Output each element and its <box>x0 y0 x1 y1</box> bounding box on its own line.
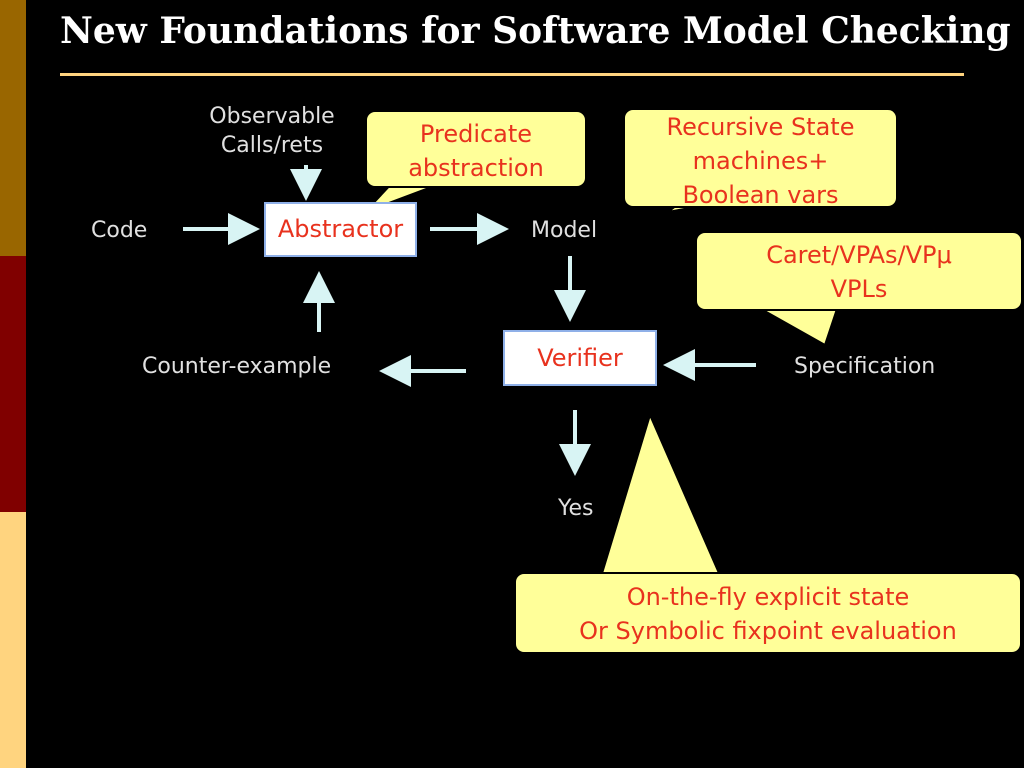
model-label: Model <box>531 218 598 243</box>
yes-label: Yes <box>558 496 594 521</box>
rsm-callout-line2: machines+ <box>692 147 829 175</box>
title-rule <box>60 73 964 76</box>
verifier-box: Verifier <box>503 330 657 386</box>
specification-label: Specification <box>794 354 936 379</box>
onthefly-callout-line2: Or Symbolic fixpoint evaluation <box>579 617 957 645</box>
rsm-callout-line1: Recursive State <box>666 113 855 141</box>
onthefly-callout-tail <box>600 415 722 580</box>
counter-example-label: Counter-example <box>142 354 332 379</box>
side-bar-bottom <box>0 512 26 768</box>
onthefly-callout-line1: On-the-fly explicit state <box>626 583 910 611</box>
rsm-callout-line3: Boolean vars <box>682 181 839 209</box>
caret-callout-line1: Caret/VPAs/VPμ <box>766 241 952 269</box>
observable-label-line1: Observable <box>209 104 335 129</box>
caret-vpa-callout: Caret/VPAs/VPμ VPLs <box>695 231 1023 311</box>
code-label: Code <box>91 218 148 243</box>
caret-callout-line2: VPLs <box>830 275 888 303</box>
rsm-callout: Recursive State machines+ Boolean vars <box>623 108 898 209</box>
observable-calls-label: Observable Calls/rets <box>196 102 348 160</box>
slide-title: New Foundations for Software Model Check… <box>60 10 1011 52</box>
side-bar-middle <box>0 256 26 512</box>
side-bar-top <box>0 0 26 256</box>
predicate-abstraction-callout: Predicate abstraction <box>365 110 587 188</box>
observable-label-line2: Calls/rets <box>220 133 324 158</box>
predicate-callout-line2: abstraction <box>408 154 544 182</box>
onthefly-callout: On-the-fly explicit state Or Symbolic fi… <box>514 572 1022 654</box>
predicate-callout-line1: Predicate <box>419 120 533 148</box>
abstractor-box: Abstractor <box>264 202 417 257</box>
